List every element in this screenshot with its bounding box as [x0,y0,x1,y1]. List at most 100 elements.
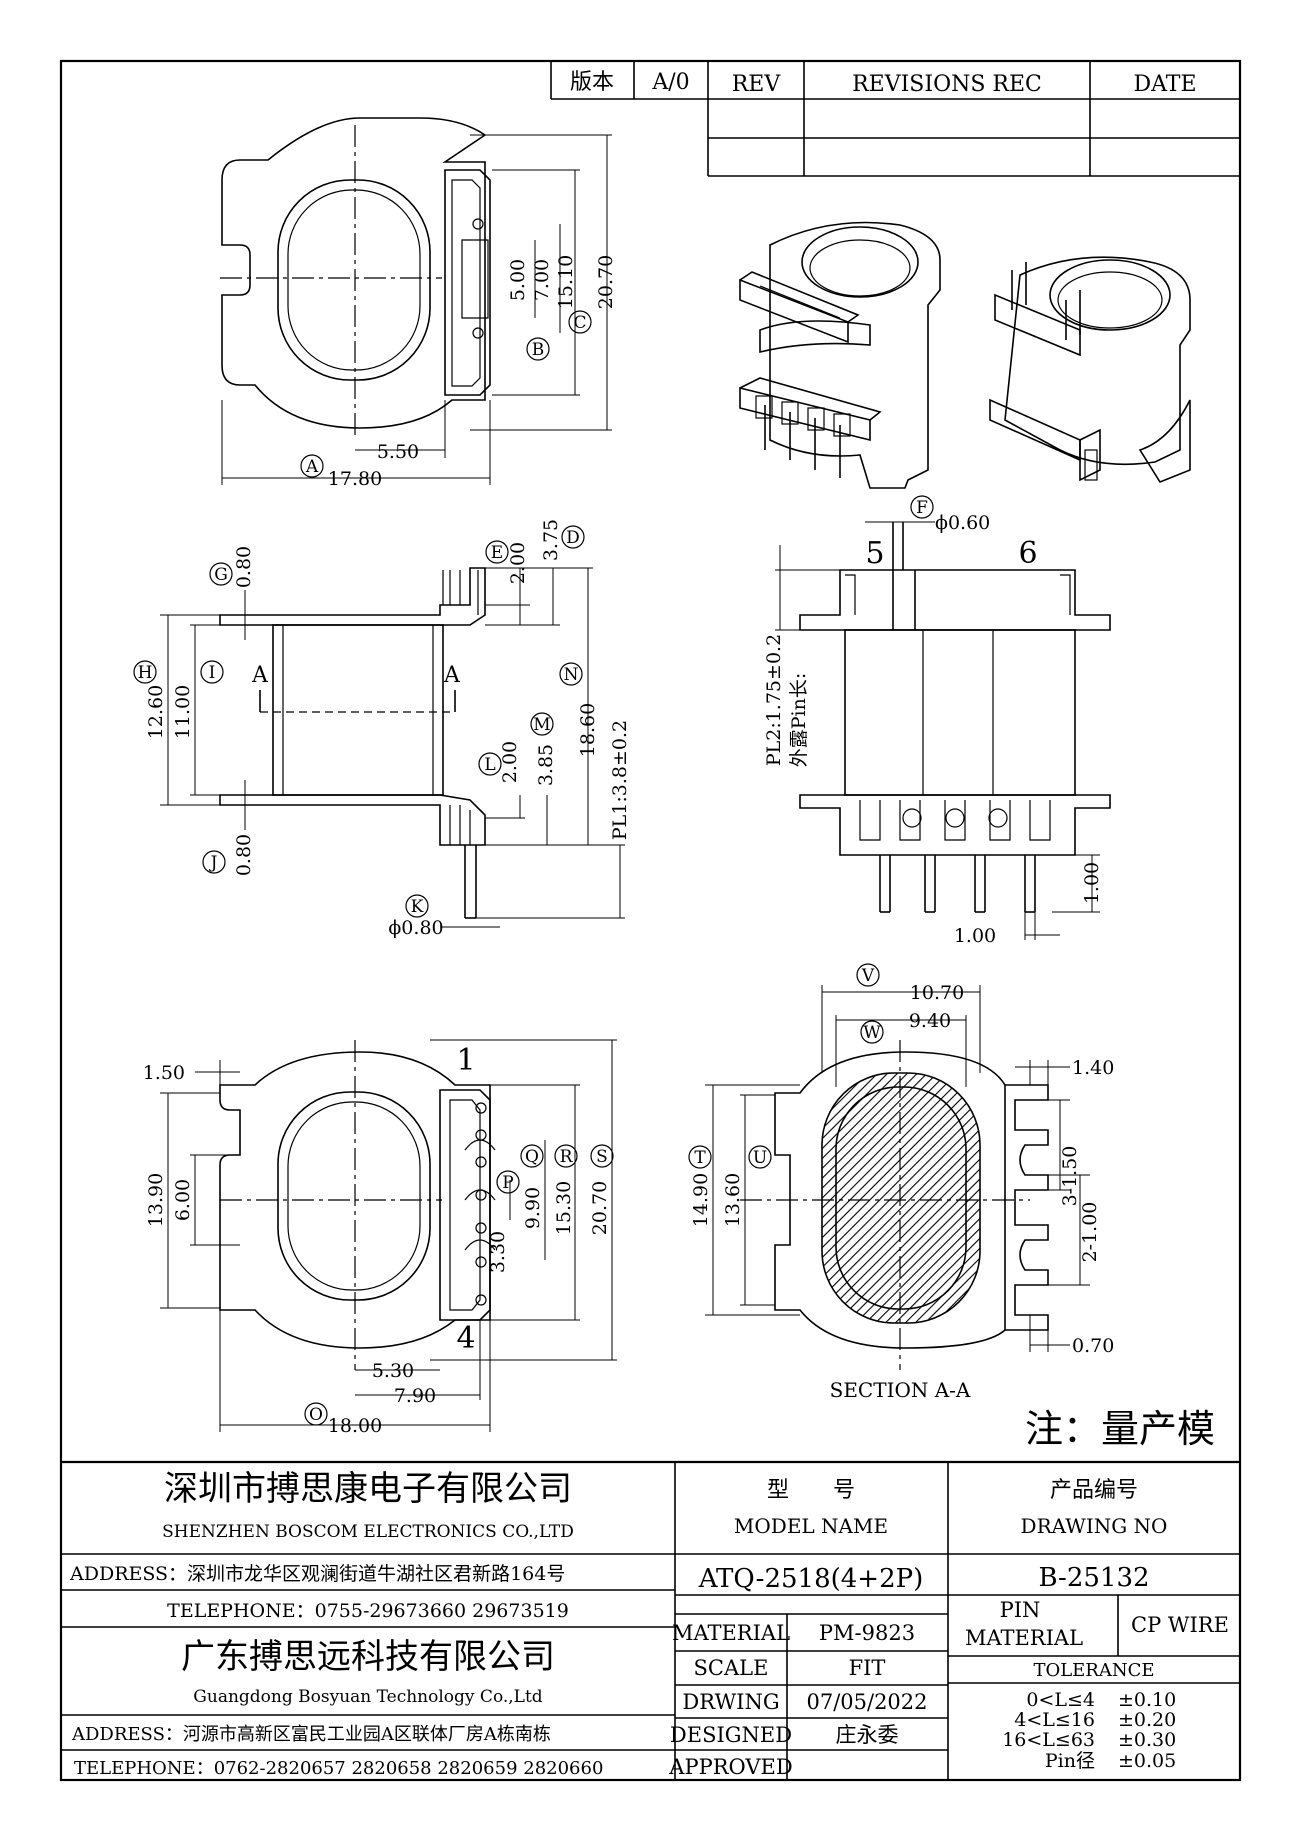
label-c: C [573,313,586,333]
dim-w-9-40: 9.40 [909,1010,951,1032]
material-label: MATERIAL [672,1621,790,1645]
version-value: A/0 [651,70,689,95]
dim-pl2: PL2:1.75±0.2 [763,634,785,766]
approved-label: APPROVED [668,1755,792,1779]
company1-telephone: TELEPHONE：0755-29673660 29673519 [167,1600,569,1622]
label-t: T [694,1148,706,1168]
revision-table: 版本 A/0 REV REVISIONS REC DATE [550,61,1240,177]
drawing-no-value: B-25132 [1038,1563,1149,1593]
tolerance-label: TOLERANCE [1033,1660,1154,1681]
dim-g-0-80: 0.80 [233,546,255,588]
dim-v-10-70: 10.70 [910,982,964,1004]
bottom-view: 1.50 13.90 6.00 3.30 9.90 15.30 20.70 5.… [143,1039,617,1437]
company2-address: ADDRESS：河源市高新区富民工业园A区联体厂房A栋南栋 [71,1724,551,1745]
dim-n-18-60: 18.60 [577,703,599,757]
top-view: 17.80 5.50 5.00 7.00 15.10 20.70 A B C [220,117,617,490]
label-f: F [916,498,928,518]
isometric-view-left [739,221,941,489]
label-s: S [596,1147,608,1167]
dim-17-80: 17.80 [328,468,382,490]
drawing-date: 07/05/2022 [806,1690,927,1714]
label-i: I [209,663,216,683]
model-value: ATQ-2518(4+2P) [698,1564,924,1594]
pin-5-label: 5 [865,536,884,571]
section-mark-left: A [251,663,269,688]
pin-material-label: MATERIAL [965,1626,1083,1650]
dim-7-00: 7.00 [531,259,553,301]
label-n: N [564,665,579,685]
front-view: ϕ0.60 F 5 6 PL2:1.75±0.2 外露Pin长: 1.00 1.… [763,495,1111,947]
tolerance-value-4: ±0.05 [1118,1750,1176,1772]
dim-r-15-30: 15.30 [553,1181,575,1235]
pin-1-label: 1 [456,1043,475,1078]
dim-pl1: PL1:3.8±0.2 [609,720,631,840]
side-view: 0.80 12.60 11.00 0.80 2.00 3.75 18.60 2.… [133,519,631,939]
label-q: Q [525,1147,539,1167]
tolerance-value-1: ±0.10 [1118,1689,1176,1711]
pin-material-value: CP WIRE [1131,1613,1229,1637]
pin-label: PIN [1000,1598,1041,1622]
dim-o-18-00: 18.00 [328,1415,382,1437]
dim-13-90: 13.90 [145,1173,167,1227]
label-a: A [305,457,319,477]
dim-15-10: 15.10 [555,255,577,309]
dim-e-2-00: 2.00 [507,542,529,584]
dim-20-70: 20.70 [595,255,617,309]
company2-name-en: Guangdong Bosyuan Technology Co.,Ltd [193,1687,543,1707]
label-u: U [753,1148,767,1168]
scale-label: SCALE [694,1656,769,1680]
tolerance-value-2: ±0.20 [1118,1709,1176,1731]
tolerance-range-2: 4<L≤16 [1014,1709,1095,1731]
dim-d-3-75: 3.75 [540,519,562,561]
label-w: W [863,1023,881,1043]
company1-name-en: SHENZHEN BOSCOM ELECTRONICS CO.,LTD [162,1522,574,1542]
rev-header: REV [732,72,782,97]
label-m: M [533,715,550,735]
dim-5-50: 5.50 [377,441,419,463]
tolerance-range-4: Pin径 [1045,1750,1095,1772]
dim-6-00: 6.00 [172,1179,194,1221]
dim-i-11-00: 11.00 [172,685,194,739]
material-value: PM-9823 [819,1621,915,1645]
dim-1-00-horizontal: 1.00 [954,925,996,947]
dim-0-70: 0.70 [1072,1335,1114,1357]
designed-label: DESIGNED [670,1723,792,1747]
dim-t-14-90: 14.90 [690,1173,712,1227]
label-k: K [411,897,424,917]
dim-m-3-85: 3.85 [535,744,557,786]
company1-name: 深圳市搏思康电子有限公司 [164,1469,572,1509]
pin-4-label: 4 [456,1321,475,1356]
dim-u-13-60: 13.60 [722,1173,744,1227]
dim-1-40: 1.40 [1072,1057,1114,1079]
label-g: G [214,565,228,585]
tolerance-value-3: ±0.30 [1118,1729,1176,1751]
dim-1-00-vertical: 1.00 [1081,862,1103,904]
drawing-no-label-cn: 产品编号 [1050,1478,1138,1503]
dim-7-90: 7.90 [394,1385,436,1407]
dim-2-1-00: 2-1.00 [1079,1202,1101,1263]
drawing-label: DRWING [682,1690,779,1714]
sheet-border [59,59,1242,1782]
model-label-cn: 型 号 [767,1478,855,1503]
note-pl2: 外露Pin长: [788,673,810,768]
company1-address: ADDRESS：深圳市龙华区观澜街道牛湖社区君新路164号 [69,1563,565,1585]
dim-k-0-80: ϕ0.80 [388,917,443,939]
isometric-view-right [989,256,1191,483]
dim-q-9-90: 9.90 [522,1187,544,1229]
label-r: R [560,1147,574,1167]
dim-5-30: 5.30 [372,1360,414,1382]
section-title: SECTION A-A [830,1378,971,1402]
dim-j-0-80: 0.80 [233,834,255,876]
section-view: 10.70 9.40 14.90 13.60 1.40 3-1.50 2-1.0… [688,963,1114,1402]
label-b: B [532,340,545,360]
dim-f-0-60: ϕ0.60 [935,512,990,534]
dim-5-00: 5.00 [507,259,529,301]
title-block: 深圳市搏思康电子有限公司 SHENZHEN BOSCOM ELECTRONICS… [61,1460,1240,1780]
dim-s-20-70: 20.70 [589,1181,611,1235]
revisions-header: REVISIONS REC [852,72,1042,97]
label-o: O [309,1405,323,1425]
pin-6-label: 6 [1018,536,1037,571]
label-h: H [138,663,153,683]
company2-name: 广东搏思远科技有限公司 [181,1637,555,1677]
